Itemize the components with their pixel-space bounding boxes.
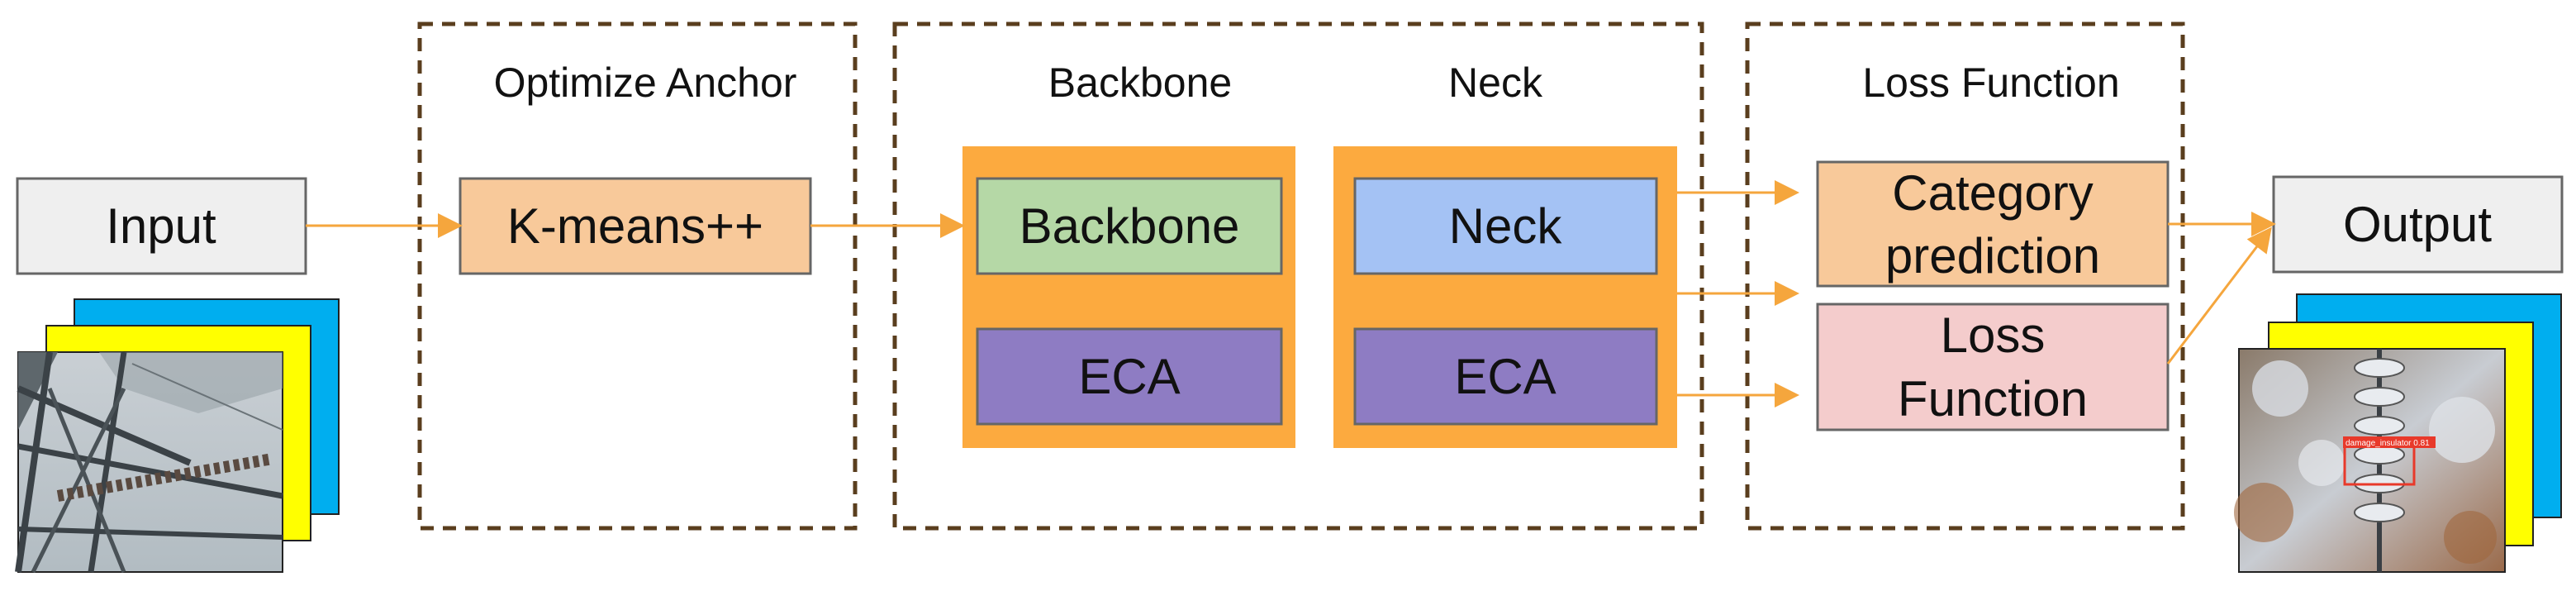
backbone-neck-section [892, 21, 1704, 531]
neck-box: Neck [1353, 177, 1658, 275]
svg-text:Category: Category [1892, 165, 2093, 221]
category-prediction-box: Category prediction [1816, 160, 2170, 288]
svg-text:Function: Function [1898, 371, 2088, 427]
svg-text:K-means++: K-means++ [507, 198, 763, 254]
backbone-eca-box: ECA [976, 327, 1283, 426]
svg-text:Backbone: Backbone [1019, 198, 1240, 254]
arrows [306, 180, 2276, 408]
svg-text:ECA: ECA [1078, 349, 1180, 404]
svg-text:Output: Output [2343, 197, 2492, 252]
svg-text:Loss: Loss [1941, 307, 2046, 363]
detection-label: damage_insulator 0.81 [2345, 439, 2430, 448]
svg-text:ECA: ECA [1454, 349, 1556, 404]
loss-function-title: Loss Function [1862, 60, 2119, 106]
input-photo [15, 351, 283, 574]
output-photo: damage_insulator 0.81 [2234, 348, 2506, 573]
detection-label-bg [2343, 436, 2436, 448]
neck-eca-box: ECA [1353, 327, 1658, 426]
svg-text:Input: Input [106, 198, 216, 254]
input-image-stack-icon [15, 298, 340, 574]
backbone-title: Backbone [1048, 60, 1232, 106]
output-box: Output [2272, 175, 2564, 274]
svg-text:Neck: Neck [1449, 198, 1563, 254]
svg-text:prediction: prediction [1885, 228, 2100, 284]
backbone-box: Backbone [976, 177, 1283, 275]
input-box: Input [16, 177, 307, 275]
kmeans-box: K-means++ [459, 177, 812, 275]
neck-title: Neck [1448, 60, 1543, 106]
output-image-stack-icon: damage_insulator 0.81 [2234, 293, 2562, 573]
arrow-loss-to-output [2166, 226, 2272, 365]
optimize-anchor-title: Optimize Anchor [494, 60, 797, 106]
loss-function-box: Loss Function [1816, 303, 2170, 431]
